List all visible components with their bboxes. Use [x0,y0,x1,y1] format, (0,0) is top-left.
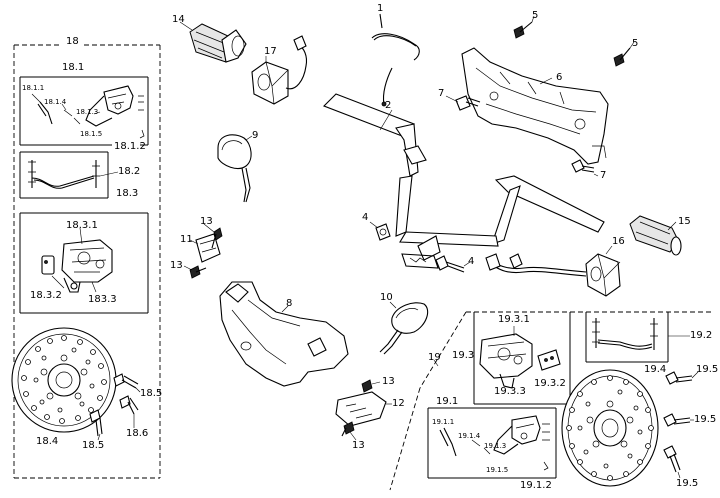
disc-18-4 [11,327,117,433]
bolts-18-5-18-6 [89,373,141,441]
screws-5 [513,15,635,67]
callout-18-1: 18.1 [62,62,85,73]
callout-13d: 13 [352,440,365,451]
callout-19-2: 19.2 [690,330,713,341]
callout-15: 15 [678,216,691,227]
box-19-2 [585,312,690,363]
callout-18-1-2: 18.1.2 [114,141,146,152]
handlebar-pipe-2 [323,93,605,269]
callout-18-5a: 18.5 [140,388,163,399]
callout-19-1-4: 19.1.4 [458,432,481,440]
callout-19-3-2: 19.3.2 [534,378,566,389]
callout-19-4: 19.4 [644,364,667,375]
cable-1 [371,13,420,107]
cover-12 [335,379,392,441]
callout-7a: 7 [438,88,445,99]
callout-12: 12 [392,398,405,409]
callout-18-3-3: 183.3 [88,294,117,305]
callout-6: 6 [556,72,563,83]
callout-18-3-1: 18.3.1 [66,220,98,231]
callout-11: 11 [180,234,193,245]
group-18-frame [13,44,161,479]
callout-18-6: 18.6 [126,428,149,439]
callout-19-1-1: 19.1.1 [432,418,455,426]
callout-19-3-3: 19.3.3 [494,386,526,397]
callout-18-3: 18.3 [116,188,139,199]
callout-18-1-3: 18.1.3 [76,108,99,116]
callout-10: 10 [380,292,393,303]
front-cover-6 [461,47,609,165]
group-19-frame [389,311,712,491]
box-18-3 [19,212,149,314]
callout-2: 2 [385,100,392,111]
callout-18-3-2: 18.3.2 [30,290,62,301]
right-mirror-10 [379,301,429,355]
callout-4a: 4 [362,212,369,223]
callout-18-4: 18.4 [36,436,59,447]
box-18-2 [19,151,119,199]
callout-4b: 4 [468,256,475,267]
callout-13b: 13 [170,260,183,271]
callout-1: 1 [377,3,384,14]
callout-5b: 5 [632,38,639,49]
callout-9: 9 [252,130,259,141]
callout-19-5b: 19.5 [694,414,717,425]
callout-14: 14 [172,14,185,25]
callout-13a: 13 [200,216,213,227]
callout-18-1-5: 18.1.5 [80,130,103,138]
callout-19-3: 19.3 [452,350,475,361]
box-19-3 [473,312,571,405]
rear-cover-8 [219,281,349,387]
disc-18-4-holes [21,335,107,424]
callout-18-1-4: 18.1.4 [44,98,67,106]
callout-18-2: 18.2 [118,166,141,177]
left-mirror-9 [217,134,253,203]
bolts-19-5 [663,371,699,479]
callout-7b: 7 [600,170,607,181]
callout-19-5a: 19.5 [696,364,719,375]
callout-19-1: 19.1 [436,396,459,407]
callout-18-5b: 18.5 [82,440,105,451]
callout-13c: 13 [382,376,395,387]
right-grip-15 [629,215,682,256]
leader-19 [433,359,439,367]
callout-17: 17 [264,46,277,57]
right-switch-16 [485,245,621,297]
callout-19: 19 [428,352,441,363]
callout-18-1-1: 18.1.1 [22,84,45,92]
callout-19-3-1: 19.3.1 [498,314,530,325]
callout-16: 16 [612,236,625,247]
callout-18: 18 [66,36,79,47]
bolts-4 [369,221,471,273]
disc-19-4 [561,369,659,487]
box-18-1 [19,76,149,146]
disc-19-4-holes [566,375,654,481]
left-grip-14 [179,21,247,63]
callout-19-1-3: 19.1.3 [484,442,507,450]
callout-19-1-5: 19.1.5 [486,466,509,474]
callout-8: 8 [286,298,293,309]
clamp-11 [183,223,223,279]
box-19-1 [427,407,557,479]
bolts-7 [445,95,599,177]
callout-5a: 5 [532,10,539,21]
callout-19-5c: 19.5 [676,478,699,489]
left-switch-17 [251,35,308,105]
callout-19-1-2: 19.1.2 [520,480,552,491]
